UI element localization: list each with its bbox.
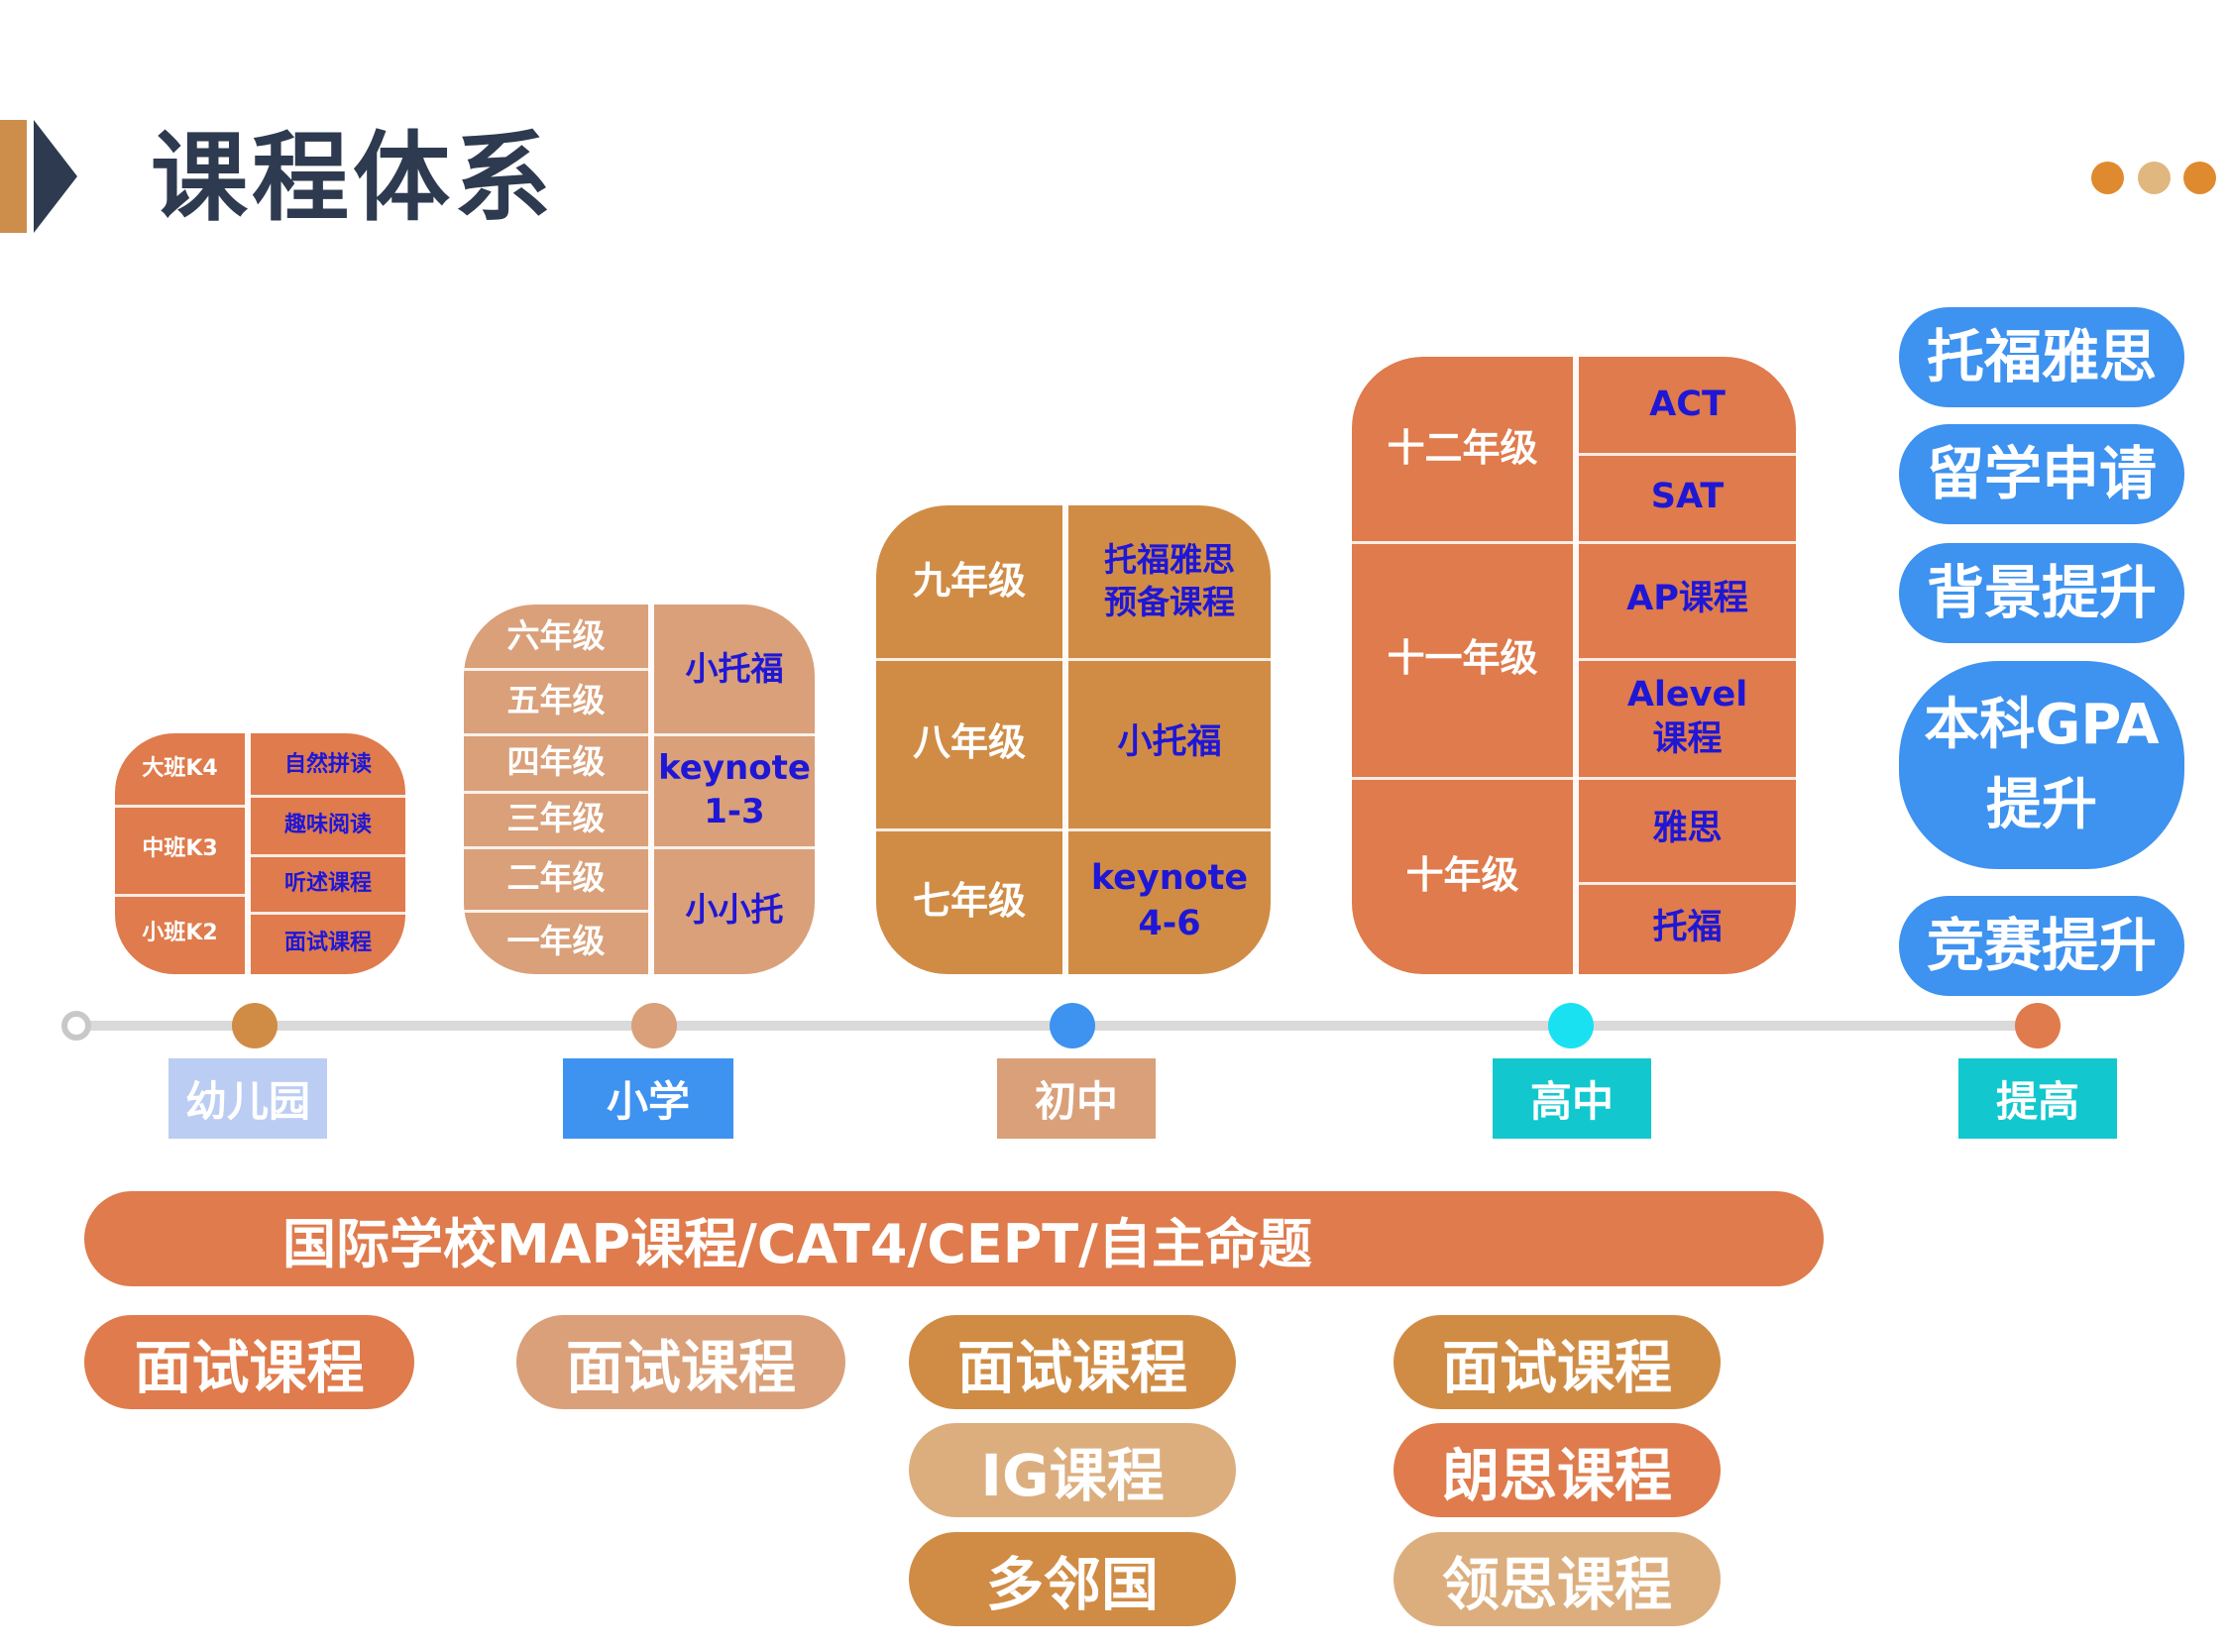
decor-dot-2 bbox=[2138, 162, 2171, 194]
advance-item-toefl-ielts: 托福雅思 bbox=[1899, 307, 2184, 407]
primary-course-2: keynote 1-3 bbox=[658, 747, 811, 831]
pill-high-interview: 面试课程 bbox=[1394, 1315, 1721, 1409]
pill-middle-ig: IG课程 bbox=[909, 1423, 1236, 1517]
middle-grade-7: 七年级 bbox=[912, 878, 1026, 923]
pill-high-languagecert: 朗思课程 bbox=[1394, 1423, 1721, 1517]
high-grade-12: 十二年级 bbox=[1387, 426, 1538, 471]
pill-kg-interview: 面试课程 bbox=[84, 1315, 414, 1409]
kindergarten-block: 大班K4 中班K3 小班K2 自然拼读 趣味阅读 听述课程 面试课程 bbox=[115, 733, 405, 974]
pill-middle-duolingo: 多邻国 bbox=[909, 1532, 1236, 1626]
high-block: 十二年级 十一年级 十年级 ACT SAT AP课程 Alevel 课程 雅思 … bbox=[1352, 357, 1796, 974]
kg-course-3: 听述课程 bbox=[283, 869, 372, 896]
pill-high-linguaskill: 领思课程 bbox=[1394, 1532, 1721, 1626]
advance-item-gpa: 本科GPA 提升 bbox=[1899, 661, 2184, 869]
middle-course-1: 托福雅思 预备课程 bbox=[1104, 540, 1235, 621]
high-course-sat: SAT bbox=[1650, 476, 1725, 516]
middle-block: 九年级 八年级 七年级 托福雅思 预备课程 小托福 keynote 4-6 bbox=[876, 505, 1271, 974]
primary-grade-2: 二年级 bbox=[506, 857, 606, 897]
high-course-toefl: 托福 bbox=[1652, 907, 1723, 947]
advance-item-study-abroad: 留学申请 bbox=[1899, 424, 2184, 524]
map-banner: 国际学校MAP课程/CAT4/CEPT/自主命题 bbox=[84, 1191, 1824, 1286]
stage-label-high: 高中 bbox=[1493, 1058, 1651, 1139]
primary-grade-1: 一年级 bbox=[506, 922, 606, 961]
primary-grade-5: 五年级 bbox=[506, 680, 606, 719]
stage-label-middle: 初中 bbox=[997, 1058, 1156, 1139]
high-course-ielts: 雅思 bbox=[1652, 809, 1723, 849]
timeline-node-middle bbox=[1050, 1003, 1095, 1048]
kg-grade-k2: 小班K2 bbox=[142, 921, 218, 946]
timeline-node-kindergarten bbox=[232, 1003, 278, 1048]
kg-grade-k3: 中班K3 bbox=[142, 835, 218, 861]
stage-label-primary: 小学 bbox=[563, 1058, 733, 1139]
timeline-node-advance bbox=[2015, 1003, 2061, 1048]
header-arrow-icon bbox=[34, 120, 77, 233]
advance-item-competition: 竞赛提升 bbox=[1899, 896, 2184, 996]
advance-item-background: 背景提升 bbox=[1899, 543, 2184, 643]
kg-course-1: 自然拼读 bbox=[283, 750, 372, 777]
kg-grade-k4: 大班K4 bbox=[142, 755, 218, 781]
kg-course-2: 趣味阅读 bbox=[283, 811, 372, 837]
middle-course-3: keynote 4-6 bbox=[1090, 858, 1249, 943]
kg-course-4: 面试课程 bbox=[283, 930, 372, 956]
decor-dot-3 bbox=[2183, 162, 2216, 194]
timeline-node-primary bbox=[631, 1003, 677, 1048]
header-accent-bar bbox=[0, 120, 27, 233]
stage-label-kindergarten: 幼儿园 bbox=[168, 1058, 327, 1139]
primary-course-3: 小小托 bbox=[685, 890, 784, 930]
middle-grade-9: 九年级 bbox=[912, 559, 1026, 604]
high-course-act: ACT bbox=[1649, 384, 1726, 424]
pill-primary-interview: 面试课程 bbox=[516, 1315, 845, 1409]
primary-course-1: 小托福 bbox=[685, 648, 784, 688]
pill-middle-interview: 面试课程 bbox=[909, 1315, 1236, 1409]
high-grade-11: 十一年级 bbox=[1387, 636, 1538, 681]
timeline-start-node bbox=[61, 1011, 91, 1041]
middle-grade-8: 八年级 bbox=[912, 720, 1026, 765]
primary-grade-4: 四年级 bbox=[506, 741, 606, 781]
page-title: 课程体系 bbox=[151, 122, 556, 235]
primary-block: 六年级 五年级 四年级 三年级 二年级 一年级 小托福 keynote 1-3 … bbox=[464, 605, 815, 974]
high-course-alevel: Alevel 课程 bbox=[1626, 674, 1748, 760]
middle-course-2: 小托福 bbox=[1117, 722, 1222, 763]
high-grade-10: 十年级 bbox=[1405, 852, 1519, 897]
high-course-ap: AP课程 bbox=[1626, 579, 1748, 619]
timeline-node-high bbox=[1548, 1003, 1594, 1048]
stage-label-advance: 提高 bbox=[1958, 1058, 2117, 1139]
decor-dot-1 bbox=[2091, 162, 2124, 194]
primary-grade-3: 三年级 bbox=[506, 798, 606, 837]
primary-grade-6: 六年级 bbox=[506, 615, 606, 655]
